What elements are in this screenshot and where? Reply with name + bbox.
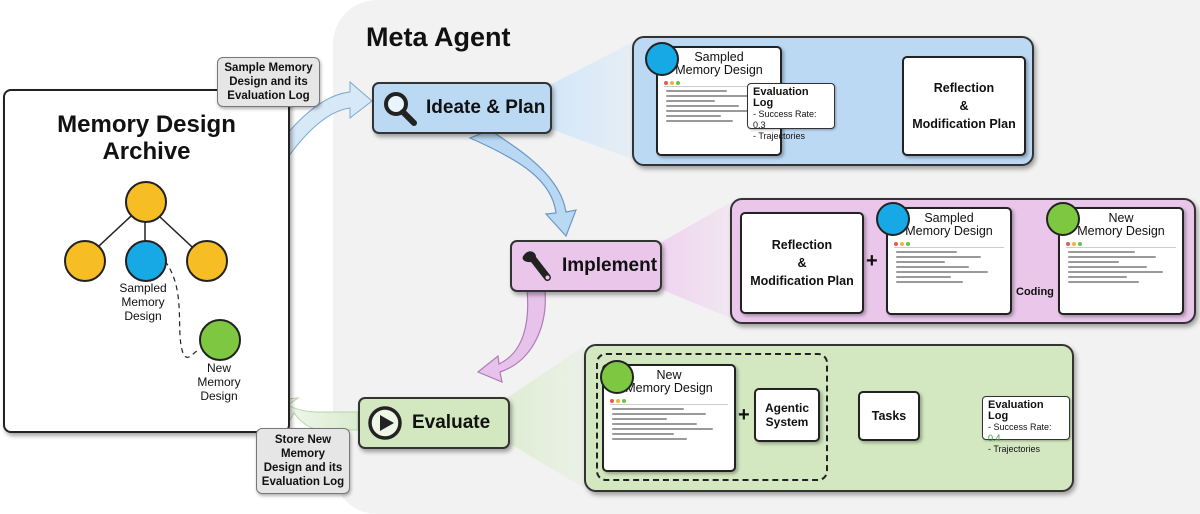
agentic-system-text: Agentic System <box>764 401 809 429</box>
ideate-sampled-node <box>645 42 679 76</box>
ideate-reflection-text: Reflection & Modification Plan <box>912 81 1016 131</box>
ideate-eval-log: Evaluation Log - Success Rate: 0.3 - Tra… <box>747 83 835 141</box>
new-node-label: New Memory Design <box>197 361 241 403</box>
sample-memory-text: Sample Memory Design and its Evaluation … <box>224 62 313 102</box>
implement-new-title: New Memory Design <box>1077 211 1165 238</box>
implement-label: Implement <box>562 255 658 276</box>
code-header <box>894 240 1004 248</box>
evaluate-dashed-group <box>596 353 828 481</box>
evaluate-eval-success: - Success Rate: 0.4 <box>988 422 1064 444</box>
tasks-text: Tasks <box>871 409 907 423</box>
code-header <box>1066 240 1176 248</box>
archive-node-left <box>64 240 106 282</box>
code-header <box>610 397 728 405</box>
evaluate-eval-success-prefix: - Success Rate: <box>988 422 1052 432</box>
sampled-node-label: Sampled Memory Design <box>119 281 167 323</box>
code-header <box>664 79 774 87</box>
implement-sampled-node <box>876 202 910 236</box>
archive-node-right <box>186 240 228 282</box>
implement-reflection-text: Reflection & Modification Plan <box>750 238 854 288</box>
implement-step: Implement <box>510 240 662 292</box>
archive-node-sampled <box>125 240 167 282</box>
ideate-plan-step: Ideate & Plan <box>372 82 552 134</box>
tasks-card: Tasks <box>858 391 920 441</box>
evaluate-eval-log: Evaluation Log - Success Rate: 0.4 - Tra… <box>982 396 1070 454</box>
archive-title-text: Memory Design Archive <box>57 111 236 165</box>
ideate-eval-success: - Success Rate: 0.3 <box>753 109 817 130</box>
evaluate-new-node <box>600 360 634 394</box>
memory-design-archive: Memory Design Archive Sampled Memory Des… <box>3 89 290 433</box>
evaluate-eval-log-title: Evaluation Log <box>988 399 1044 422</box>
ideate-eval-log-title: Evaluation Log <box>753 86 809 109</box>
implement-new-memory-card: New Memory Design <box>1058 207 1184 315</box>
evaluate-new-title: New Memory Design <box>625 368 713 395</box>
evaluate-label: Evaluate <box>412 412 491 433</box>
ideate-sampled-title: Sampled Memory Design <box>675 50 763 77</box>
implement-reflection-card: Reflection & Modification Plan <box>740 212 864 314</box>
ideate-reflection-card: Reflection & Modification Plan <box>902 56 1026 156</box>
store-memory-text: Store New Memory Design and its Evaluati… <box>261 434 345 488</box>
play-icon <box>368 406 402 440</box>
archive-title: Memory Design Archive <box>5 111 288 165</box>
implement-new-node <box>1046 202 1080 236</box>
wrench-icon <box>522 251 551 282</box>
implement-sampled-title: Sampled Memory Design <box>905 211 993 238</box>
evaluate-eval-success-value: 0.4 <box>988 433 1001 443</box>
sample-memory-box: Sample Memory Design and its Evaluation … <box>217 57 320 107</box>
store-memory-box: Store New Memory Design and its Evaluati… <box>256 428 350 494</box>
archive-node-new <box>199 319 241 361</box>
magnifier-icon <box>384 92 417 126</box>
evaluate-eval-traj: - Trajectories <box>988 444 1041 454</box>
ideate-plan-label: Ideate & Plan <box>426 97 546 118</box>
implement-plus: + <box>866 250 878 272</box>
evaluate-plus: + <box>738 404 750 426</box>
coding-label: Coding <box>1016 286 1054 298</box>
meta-agent-title: Meta Agent <box>366 22 511 52</box>
agentic-system-card: Agentic System <box>754 388 820 442</box>
evaluate-step: Evaluate <box>358 397 510 449</box>
ideate-eval-traj: - Trajectories <box>753 131 806 141</box>
archive-node-root <box>125 181 167 223</box>
